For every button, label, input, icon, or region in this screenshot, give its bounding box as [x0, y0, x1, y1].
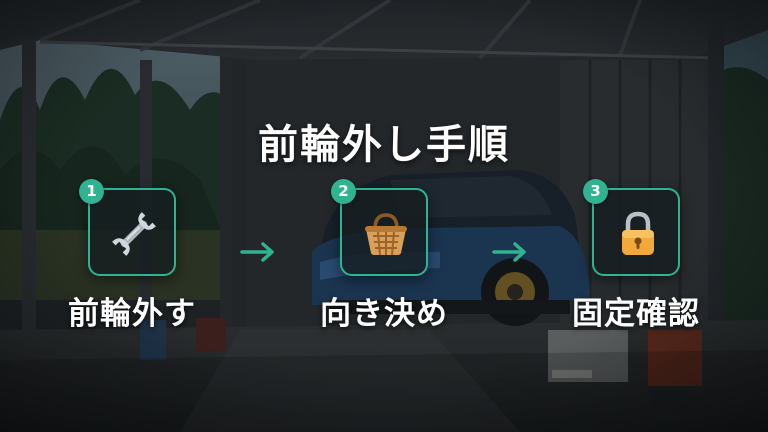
step-3-tile: 3 — [583, 179, 680, 276]
step-3-number-badge: 3 — [583, 179, 608, 204]
step-2-label: 向き決め — [320, 296, 448, 332]
step-1-label: 前輪外す — [68, 296, 196, 332]
step-1-number-badge: 1 — [79, 179, 104, 204]
step-1: 1 前輪外す — [32, 179, 232, 333]
step-3-label: 固定確認 — [572, 296, 700, 332]
page-title: 前輪外し手順 — [258, 122, 510, 168]
arrow-right-icon — [492, 242, 526, 262]
step-3: 3 固定確認 — [536, 179, 736, 333]
lock-icon — [622, 211, 654, 255]
step-2-tile: 2 — [331, 179, 428, 276]
wrench-icon — [112, 212, 156, 256]
arrow-right-icon — [240, 242, 274, 262]
basket-icon — [365, 213, 407, 256]
step-2: 2 向き決め — [284, 179, 484, 333]
step-1-tile: 1 — [79, 179, 176, 276]
step-2-number-badge: 2 — [331, 179, 356, 204]
